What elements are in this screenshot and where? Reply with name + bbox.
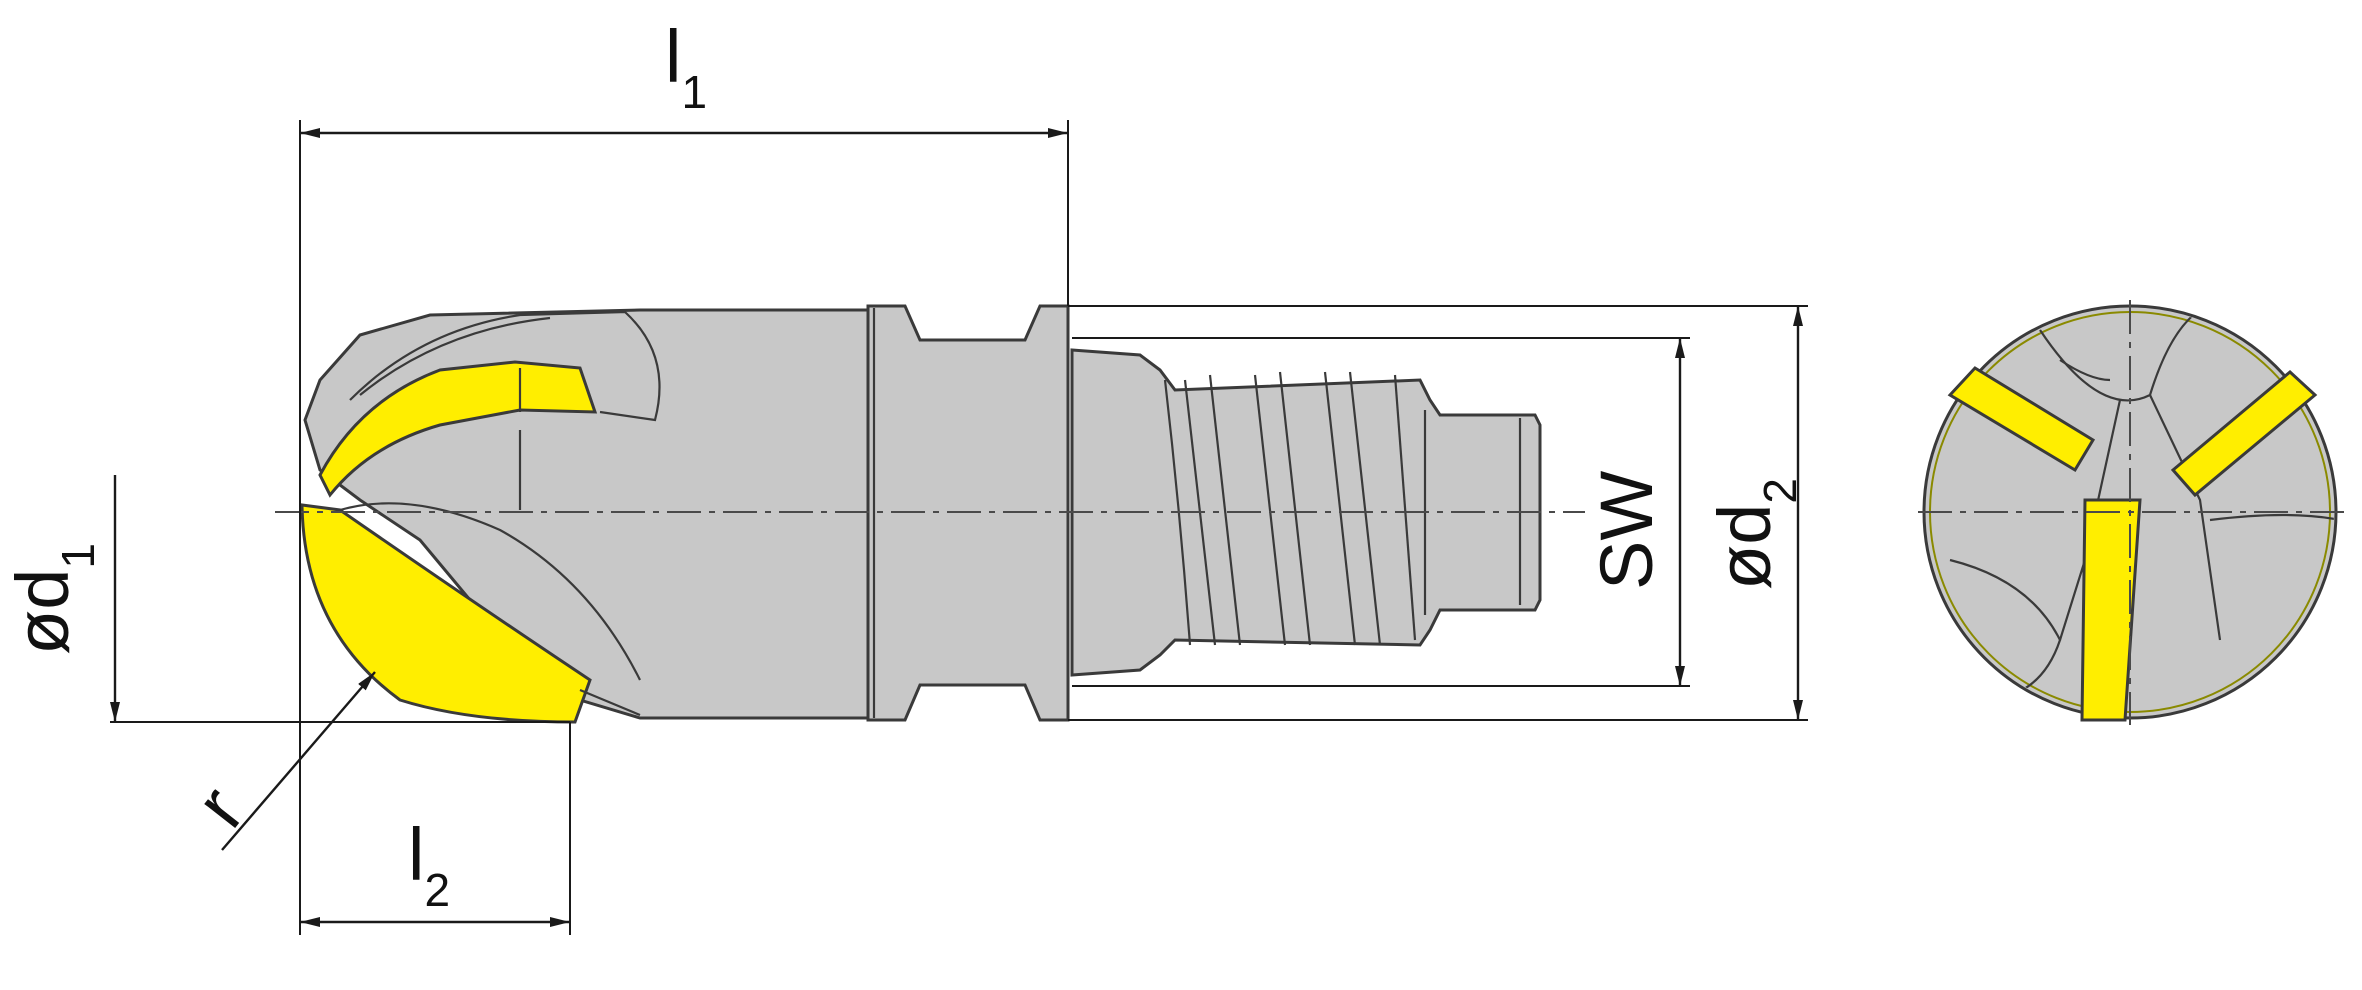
dimension-sw (1072, 337, 1690, 687)
insert-ball-nose (300, 503, 592, 724)
end-insert-right (2170, 370, 2318, 498)
end-insert-left (1947, 366, 2096, 473)
label-r: r (179, 771, 260, 842)
label-l1: l1 (665, 15, 707, 118)
label-d2: ød2 (1703, 478, 1806, 590)
dimension-l1 (299, 120, 1069, 935)
end-insert-bottom (2080, 498, 2142, 722)
label-d1: ød1 (1, 543, 104, 655)
dimension-d1 (110, 475, 570, 723)
radius-leader (221, 671, 376, 851)
tool-side-view (300, 304, 1542, 724)
dimension-l2 (300, 722, 571, 935)
insert-upper (318, 360, 598, 498)
label-sw: SW (1585, 471, 1668, 590)
label-l2: l2 (408, 813, 450, 916)
tool-end-view (1918, 300, 2345, 725)
dimension-d2 (1068, 305, 1808, 721)
